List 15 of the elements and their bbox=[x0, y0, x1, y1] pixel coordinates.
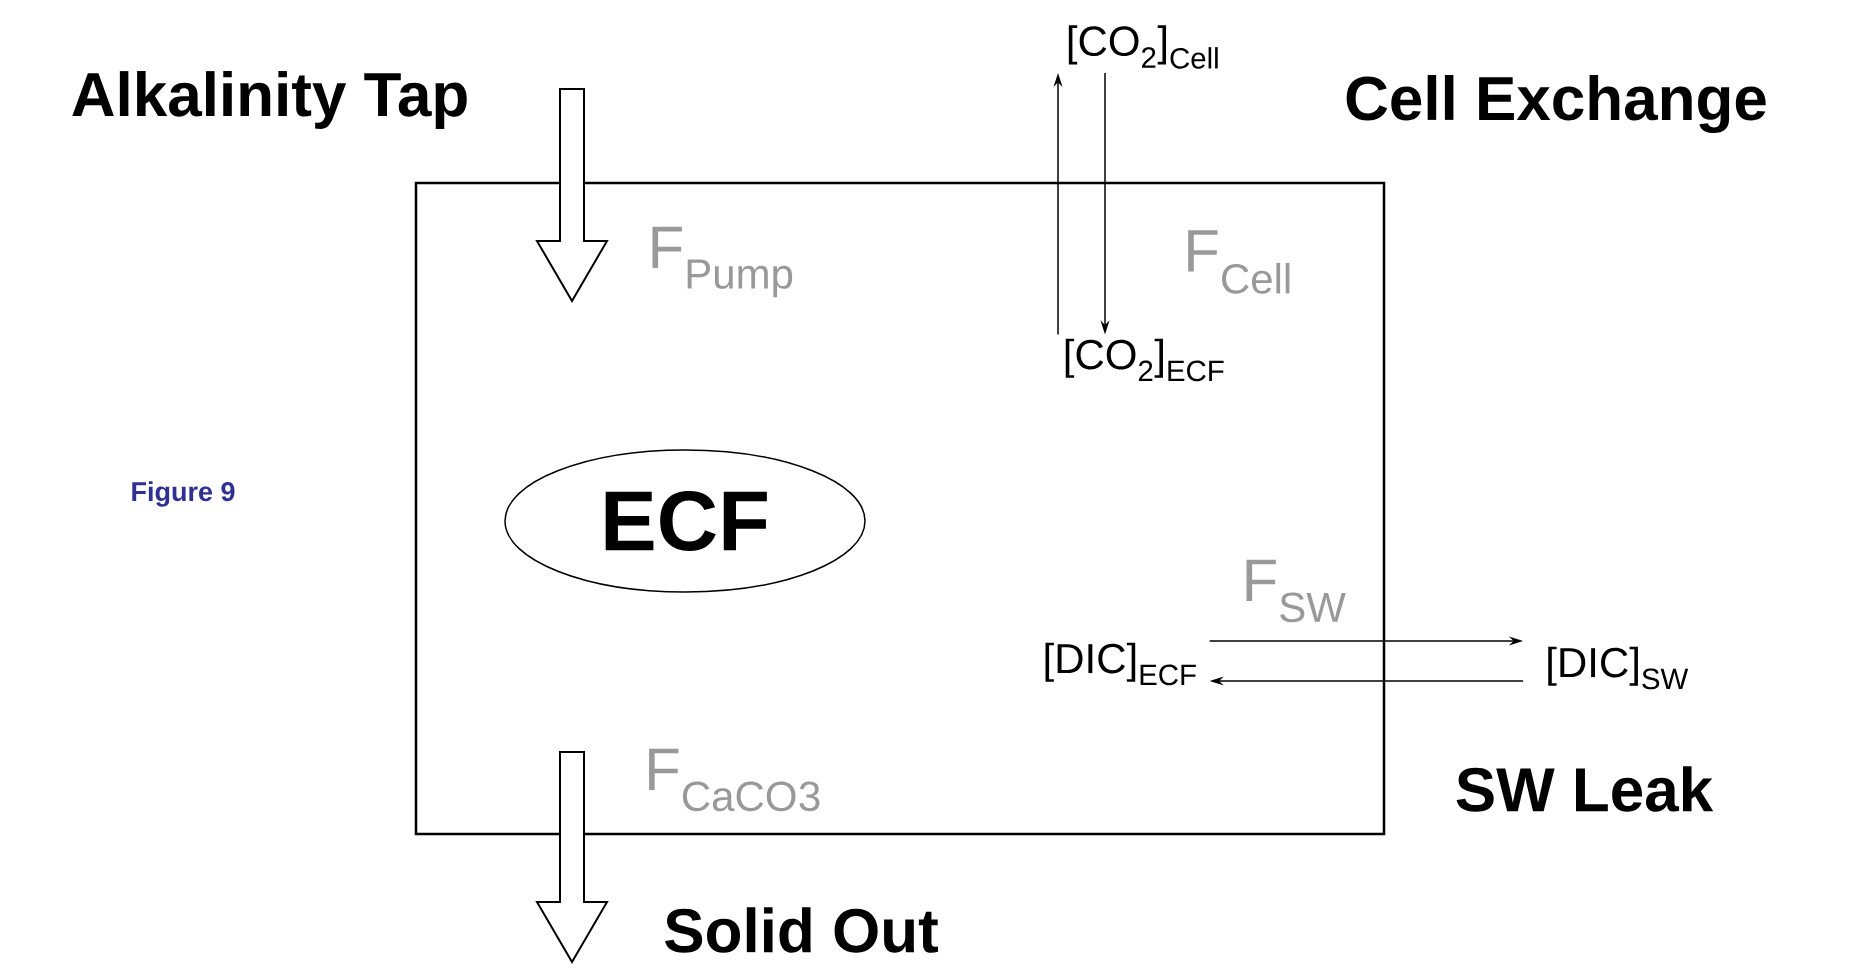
flux-label: F$_{CaCO3}$ bbox=[649, 748, 820, 812]
flux-label: F$_{SW}$ bbox=[1246, 559, 1346, 623]
region-label: SW Leak bbox=[1456, 766, 1714, 812]
figure-label: Figure 9 bbox=[132, 481, 235, 507]
compartment-box bbox=[414, 181, 1386, 836]
ellipse-node: ECF bbox=[504, 449, 866, 593]
concentration-label: [DIC]$_{ECF}$ bbox=[1045, 642, 1196, 686]
flux-label: F$_{Cell}$ bbox=[1188, 230, 1290, 294]
concentration-label: [DIC]$_{SW}$ bbox=[1548, 646, 1689, 690]
region-label: Cell Exchange bbox=[1346, 74, 1766, 134]
concentration-label: [CO$_{2}$]$_{ECF}$ bbox=[1065, 338, 1224, 382]
concentration-label: [CO$_{2}$]$_{Cell}$ bbox=[1068, 25, 1218, 69]
region-label: Alkalinity Tap bbox=[72, 71, 467, 129]
region-label: Solid Out bbox=[665, 907, 938, 953]
flux-label: F$_{Pump}$ bbox=[652, 226, 793, 298]
